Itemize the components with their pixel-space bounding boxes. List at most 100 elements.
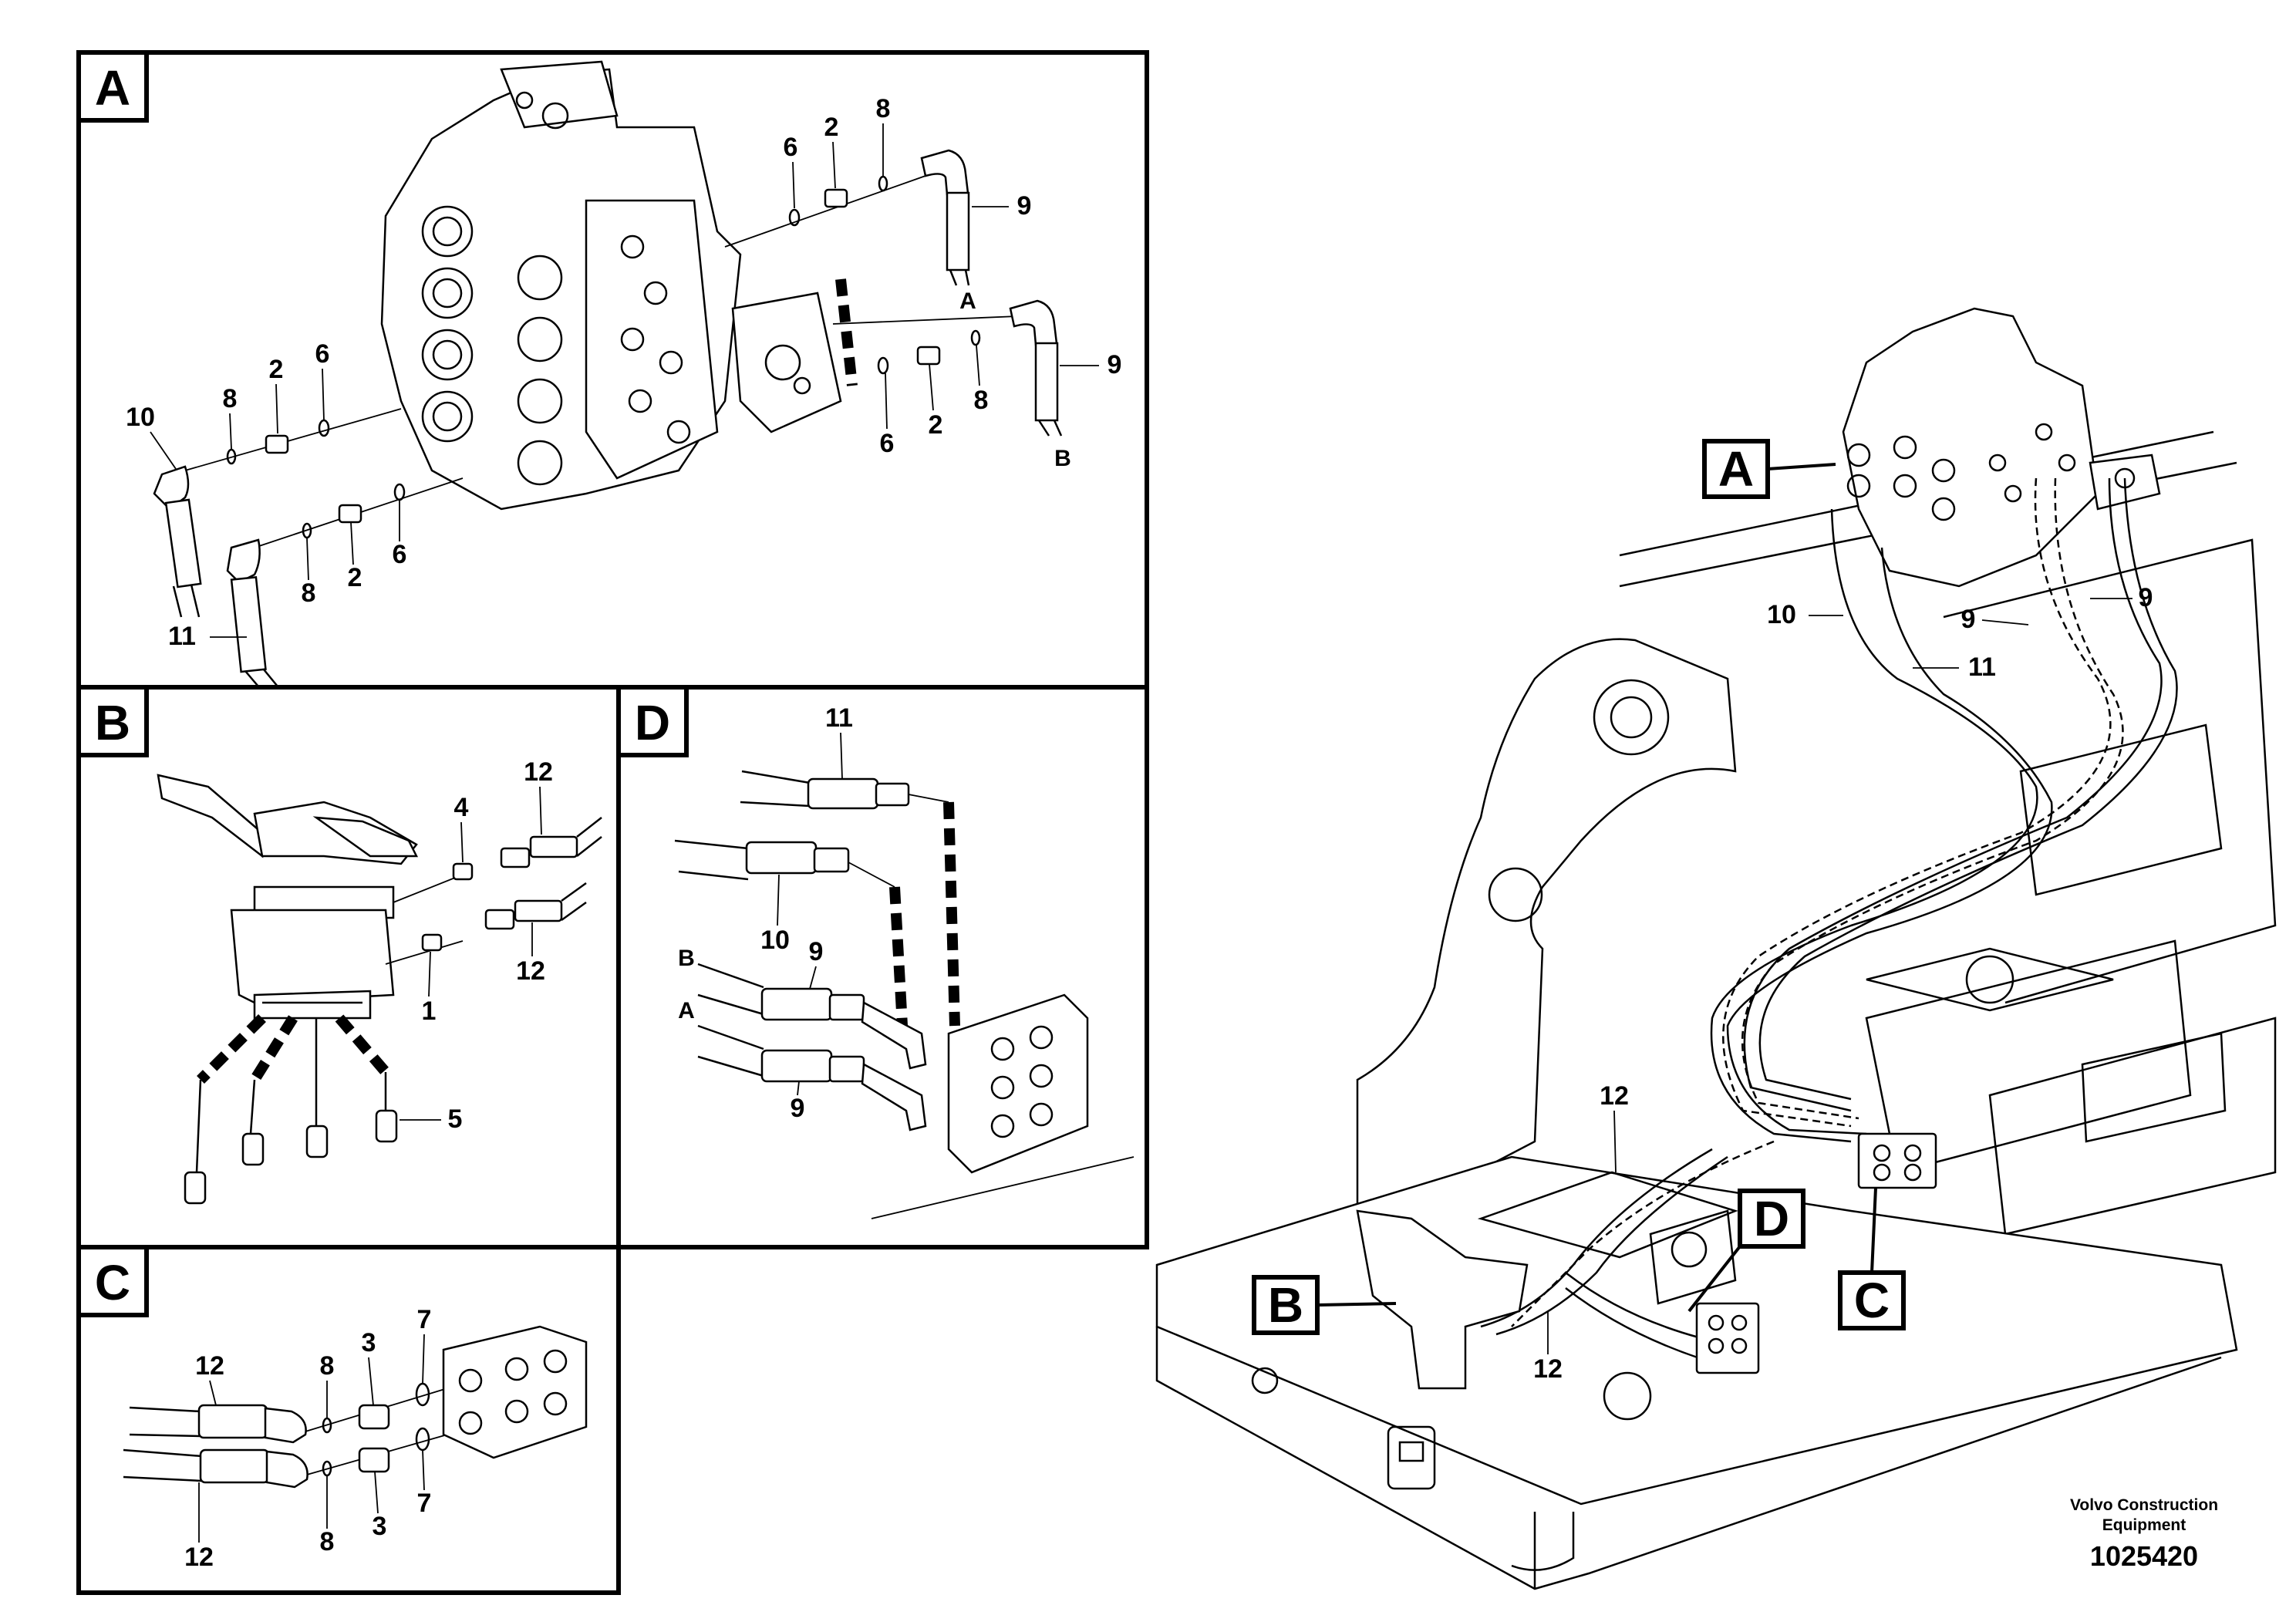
adapter-2-left-upper [265,434,289,454]
part-number: 1025420 [2090,1540,2198,1572]
panel-b-label: B [95,695,130,750]
overview-ref-c-leader [1870,1187,1877,1273]
overview-ref-d-leader [1687,1245,1741,1313]
hose-10-ferrule [164,498,202,588]
callout-2: 2 [269,355,284,384]
overview-callout-12: 12 [1533,1354,1563,1384]
overview-block-c [1857,1132,1937,1189]
seal-ring-8-upper [878,175,888,192]
machine-overview: A B C D 10 9 9 11 12 12 [1155,307,2277,1590]
overview-ref-c: C [1854,1273,1890,1328]
overview-callout-12: 12 [1600,1081,1629,1111]
hose-9-b-elbow-d [861,1000,927,1070]
callout-11: 11 [168,622,196,651]
hose-9-a-elbow [920,149,969,196]
callout-3: 3 [362,1328,376,1357]
hose-10-ferrule-d [745,841,818,875]
panel-b-label-box [76,685,149,757]
pedal-valve [157,774,419,1020]
callout-8: 8 [320,1527,335,1556]
hose-9-b-nut-d [828,993,865,1021]
panel-c-label: C [95,1255,130,1310]
adapter-3-lower-c [358,1447,390,1473]
hose-12-lower-fitting [484,909,515,930]
overview-ref-b-box [1252,1275,1320,1335]
overview-callout-9: 9 [1961,605,1976,634]
adapter-2-left-lower [338,504,362,524]
panel-c-frame [76,1245,621,1595]
fitting-5-2 [241,1132,265,1166]
overview-block-d [1695,1302,1760,1374]
callout-11: 11 [825,703,853,733]
callout-8: 8 [223,384,238,413]
callout-12: 12 [195,1351,224,1381]
overview-ref-b: B [1268,1277,1303,1333]
panel-d-label-box [616,685,689,757]
seal-ring-7-lower-c [415,1427,430,1452]
adapter-2-lower [916,346,941,366]
seal-ring-6-lower [877,356,889,375]
detail-panel-c: C 12 8 3 7 12 8 3 7 [76,1245,621,1595]
seal-ring-8-lower [970,329,981,346]
adapter-3-upper-c [358,1404,390,1430]
callout-6: 6 [393,540,407,569]
seal-ring-6-left-lower [393,483,406,501]
hose-12-upper-elbow-c [264,1407,307,1444]
hose-11-nut-d [875,782,910,807]
overview-ref-a: A [1718,441,1754,497]
callout-8: 8 [302,578,316,608]
overview-ref-b-leader [1317,1302,1397,1307]
boom-bracket [1356,638,1737,1236]
hose-12-upper-fitting [500,847,531,868]
callout-10: 10 [760,926,790,955]
callout-7: 7 [417,1305,432,1334]
detail-panel-b: B 4 12 12 [76,685,621,1249]
callout-1: 1 [422,996,437,1026]
callout-12: 12 [184,1543,214,1572]
callout-9: 9 [809,937,824,966]
seal-ring-6-left-upper [318,419,330,437]
callout-8: 8 [974,386,989,415]
callout-8: 8 [876,94,891,123]
callout-9: 9 [1017,191,1032,221]
fitting-5-4 [375,1109,398,1143]
hose-9-b-ferrule-d [760,987,833,1021]
hose-12-upper-ferrule [529,835,578,858]
callout-2: 2 [929,410,943,440]
brand-line-1: Volvo Construction [2070,1496,2218,1514]
callout-a: A [678,998,695,1023]
overview-pedal-valve [1356,1209,1529,1390]
panel-d-label: D [635,695,670,750]
overview-ref-a-leader [1767,463,1836,470]
callout-6: 6 [784,133,798,162]
hose-11-elbow [226,538,261,584]
adapter-2-upper [824,188,848,208]
overview-ref-d: D [1754,1191,1789,1246]
footer: Volvo Construction Equipment 1025420 [2070,1496,2218,1572]
panel-a-label: A [95,60,130,116]
detail-panel-a: A [76,50,1149,690]
callout-b: B [1054,446,1071,471]
hose-11-ferrule [230,575,267,673]
brand-line-2: Equipment [2102,1516,2186,1534]
overview-ref-c-box [1838,1270,1906,1330]
seal-ring-6-upper [788,208,801,227]
seal-ring-8-left-lower [302,522,312,539]
hose-12-lower-ferrule-c [199,1448,270,1484]
overview-callout-11: 11 [1968,653,1996,682]
overview-callout-9: 9 [2139,583,2153,612]
panel-c-label-box [76,1245,149,1317]
callout-b: B [678,946,695,971]
hose-12-lower-ferrule [514,899,563,922]
fitting-5-1 [184,1171,207,1205]
hose-9-b-elbow [1009,299,1058,346]
overview-ref-d-box [1738,1189,1805,1249]
callout-12: 12 [524,757,553,787]
boom-pivot [1593,679,1670,756]
detail-panel-d: D 11 10 B 9 A 9 [616,685,1149,1249]
seal-ring-8-lower-c [322,1460,332,1477]
hose-12-lower-elbow-c [265,1450,308,1489]
callout-2: 2 [348,563,362,592]
distribution-block-d [947,993,1089,1174]
